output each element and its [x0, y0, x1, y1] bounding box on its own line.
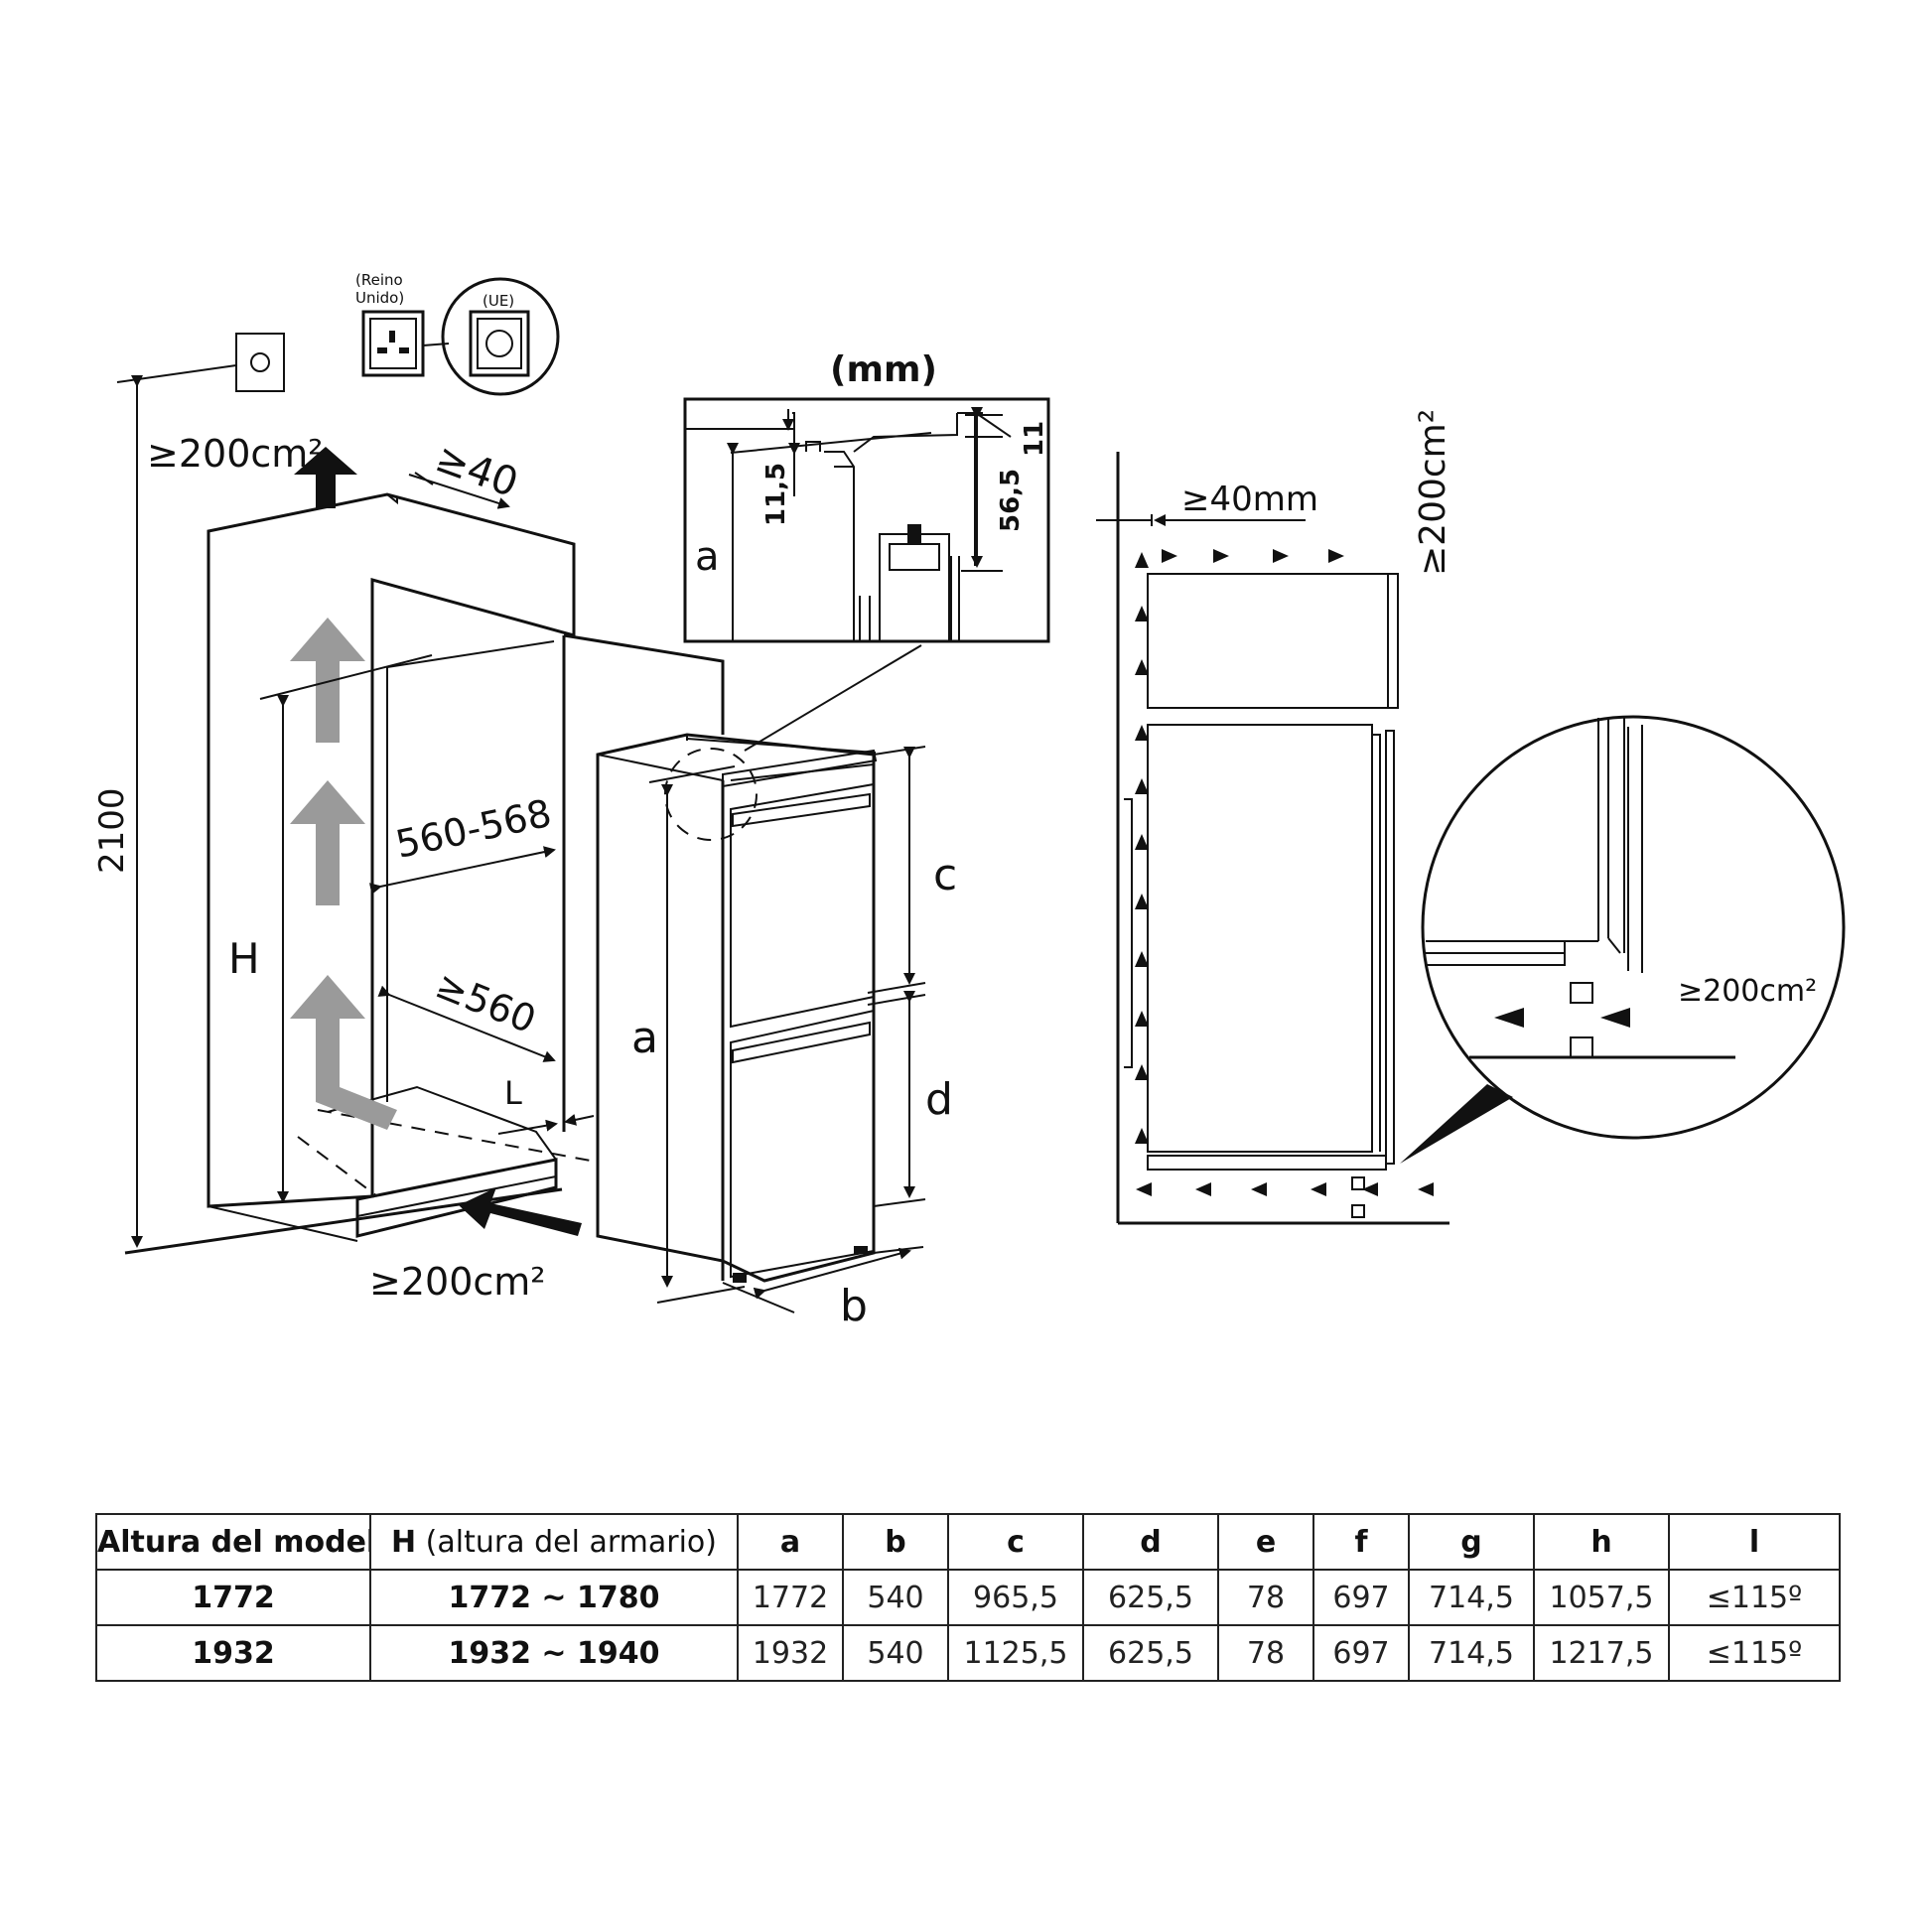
- vent-top-label: ≥200cm²: [147, 432, 324, 476]
- cell-f: 697: [1312, 1624, 1410, 1682]
- cell-cabinet: 1932 ~ 1940: [369, 1624, 739, 1682]
- header-c: c: [947, 1513, 1084, 1571]
- detail-11-5-label: 11,5: [761, 463, 791, 526]
- header-cabinet: H (altura del armario): [369, 1513, 739, 1571]
- cell-c: 1125,5: [947, 1624, 1084, 1682]
- fridge-appliance: [596, 644, 922, 1283]
- plug-uk-label-1: (Reino: [355, 271, 403, 289]
- table-row: 1932 1932 ~ 1940 1932 540 1125,5 625,5 7…: [95, 1624, 1841, 1682]
- header-b: b: [842, 1513, 949, 1571]
- cell-d: 625,5: [1082, 1569, 1219, 1626]
- airflow-arrow-icon: [290, 618, 365, 743]
- top-vent-arrow-icon: [294, 447, 357, 508]
- airflow-markers: [1135, 549, 1434, 1218]
- overall-height-dimension: 2100: [92, 375, 143, 1248]
- zoom-vent-label: ≥200cm²: [1678, 974, 1817, 1009]
- dim-c-label: c: [933, 850, 957, 900]
- dim-d-label: d: [925, 1074, 953, 1125]
- detail-a-label: a: [695, 534, 720, 580]
- header-f: f: [1312, 1513, 1410, 1571]
- detail-box: [683, 397, 1050, 643]
- cell-l: ≤115º: [1668, 1569, 1841, 1626]
- eu-socket-icon: (UE): [441, 277, 560, 396]
- depth-min-label: ≥560: [430, 963, 542, 1042]
- cell-h: 1057,5: [1533, 1569, 1670, 1626]
- header-a: a: [737, 1513, 844, 1571]
- cell-c: 965,5: [947, 1569, 1084, 1626]
- side-view: [1096, 452, 1449, 1225]
- header-h: h: [1533, 1513, 1670, 1571]
- header-g: g: [1408, 1513, 1535, 1571]
- cell-g: 714,5: [1408, 1624, 1535, 1682]
- table-row: 1772 1772 ~ 1780 1772 540 965,5 625,5 78…: [95, 1569, 1841, 1626]
- table-header-row: Altura del modelo H (altura del armario)…: [95, 1513, 1841, 1571]
- cell-a: 1932: [737, 1624, 844, 1682]
- cell-f: 697: [1312, 1569, 1410, 1626]
- plug-eu-label: (UE): [483, 292, 514, 310]
- cell-d: 625,5: [1082, 1624, 1219, 1682]
- cabinet-niche: [207, 492, 725, 1242]
- header-model: Altura del modelo: [95, 1513, 371, 1571]
- cabinet-height-dimension: H: [228, 654, 433, 1203]
- detail-56-5-label: 56,5: [996, 469, 1026, 532]
- cell-h: 1217,5: [1533, 1624, 1670, 1682]
- dimensions-table: Altura del modelo H (altura del armario)…: [95, 1513, 1841, 1682]
- header-h-bold: H: [391, 1524, 417, 1560]
- cell-e: 78: [1217, 1624, 1314, 1682]
- side-gap-label: ≥40mm: [1181, 480, 1318, 519]
- cell-g: 714,5: [1408, 1569, 1535, 1626]
- cell-e: 78: [1217, 1569, 1314, 1626]
- side-vent-label: ≥200cm²: [1413, 409, 1453, 576]
- cell-b: 540: [842, 1624, 949, 1682]
- cell-b: 540: [842, 1569, 949, 1626]
- header-l: l: [1668, 1513, 1841, 1571]
- cell-cabinet: 1772 ~ 1780: [369, 1569, 739, 1626]
- airflow-arrow-icon: [290, 975, 397, 1130]
- airflow-arrow-icon: [290, 780, 365, 905]
- vent-bottom-label: ≥200cm²: [369, 1260, 546, 1304]
- cabinet-h-label: H: [228, 934, 260, 983]
- zoom-detail: [1400, 715, 1846, 1164]
- plug-uk-label-2: Unido): [355, 289, 404, 307]
- cell-model: 1932: [95, 1624, 371, 1682]
- cell-l: ≤115º: [1668, 1624, 1841, 1682]
- header-d: d: [1082, 1513, 1219, 1571]
- unit-mm-label: (mm): [830, 349, 937, 390]
- header-h-rest: (altura del armario): [416, 1524, 717, 1560]
- dim-l-label: L: [504, 1074, 522, 1112]
- dim-b-label: b: [840, 1281, 868, 1331]
- bottom-vent-arrow-icon: [459, 1187, 582, 1236]
- cell-model: 1772: [95, 1569, 371, 1626]
- cell-a: 1772: [737, 1569, 844, 1626]
- wall-socket-icon: [116, 333, 285, 392]
- detail-11-label: 11: [1020, 421, 1049, 457]
- height-2100-label: 2100: [92, 787, 132, 874]
- header-e: e: [1217, 1513, 1314, 1571]
- uk-socket-icon: (Reino Unido): [355, 271, 450, 377]
- dim-a-main-label: a: [631, 1013, 658, 1063]
